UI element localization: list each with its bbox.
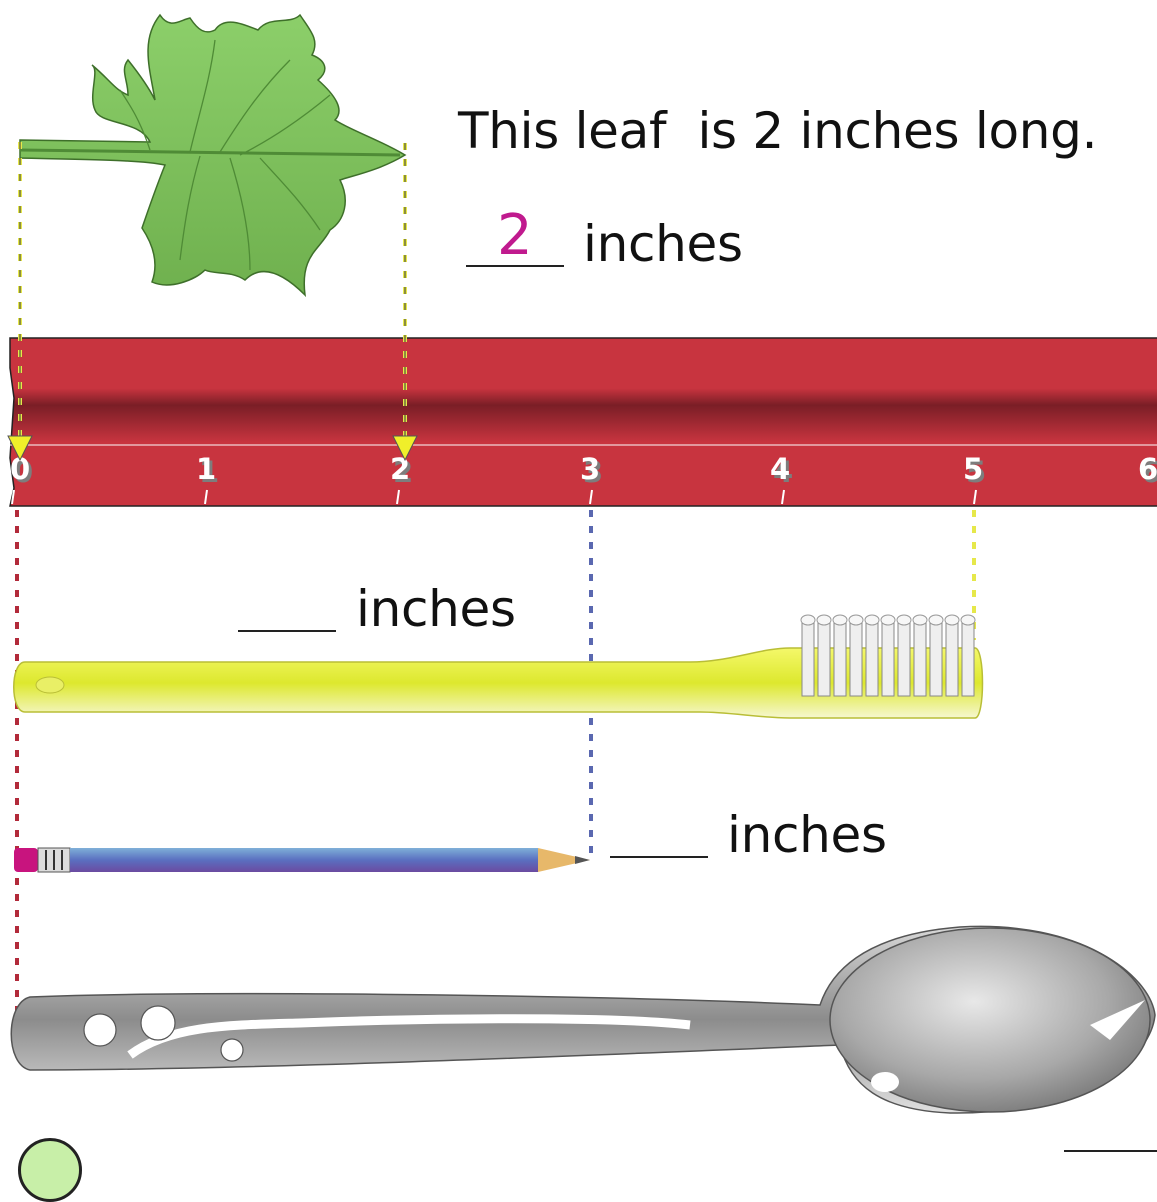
next-circle[interactable] [18,1138,82,1202]
pencil-image [0,840,600,880]
toothbrush-image [0,600,1000,730]
spoon-image [0,915,1157,1125]
corner-answer-line[interactable] [1064,1150,1157,1152]
pencil-unit-label: inches [727,806,887,864]
pencil-answer-line[interactable] [610,856,708,858]
